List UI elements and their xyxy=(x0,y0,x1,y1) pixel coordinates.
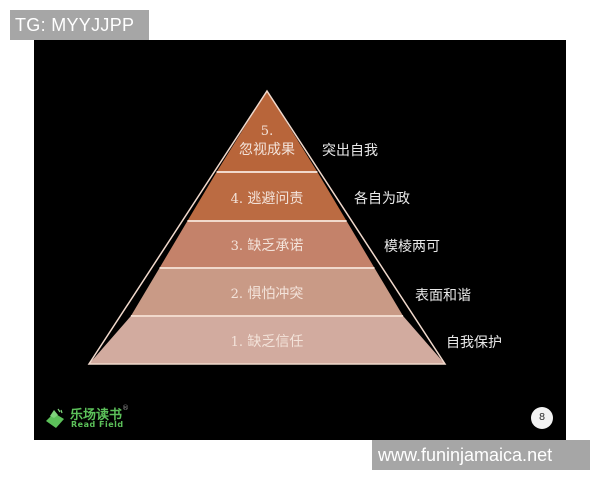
logo-chinese-text: 乐场读书® xyxy=(70,404,129,423)
pyramid-level-3-label: 3. 缺乏承诺 xyxy=(197,235,337,255)
watermark-url: www.funinjamaica.net xyxy=(372,440,590,470)
book-icon xyxy=(46,408,64,428)
logo-cn-label: 乐场读书 xyxy=(70,408,123,423)
pyramid-level-5 xyxy=(216,91,318,172)
read-field-logo: 乐场读书® Read Field xyxy=(44,403,164,433)
pyramid-level-4-label: 4. 逃避问责 xyxy=(197,188,337,208)
presentation-slide: 5. 忽视成果 4. 逃避问责 3. 缺乏承诺 2. 惧怕冲突 1. 缺乏信任 … xyxy=(34,40,566,440)
pyramid-level-1-label: 1. 缺乏信任 xyxy=(197,331,337,351)
pyramid-level-5-label: 5. 忽视成果 xyxy=(217,123,317,159)
level-number: 1. xyxy=(230,335,243,350)
pyramid-level-2 xyxy=(130,268,404,316)
side-label-2: 表面和谐 xyxy=(415,288,471,304)
pyramid-level-1 xyxy=(89,316,445,364)
level-text: 忽视成果 xyxy=(239,142,295,158)
side-label-4: 各自为政 xyxy=(354,191,410,207)
level-text: 缺乏承诺 xyxy=(247,238,304,254)
level-text: 惧怕冲突 xyxy=(247,286,304,302)
level-text: 逃避问责 xyxy=(247,191,304,207)
level-number: 3. xyxy=(230,239,243,254)
pyramid-diagram xyxy=(87,89,447,365)
registered-mark: ® xyxy=(122,404,130,412)
pyramid-level-2-label: 2. 惧怕冲突 xyxy=(197,283,337,303)
side-label-1: 自我保护 xyxy=(446,335,502,351)
page-number-badge: 8 xyxy=(531,407,553,429)
watermark-tg: TG: MYYJJPP xyxy=(10,10,149,40)
level-number: 5. xyxy=(260,124,274,139)
level-text: 缺乏信任 xyxy=(247,334,304,350)
level-number: 4. xyxy=(230,192,243,207)
side-label-5: 突出自我 xyxy=(322,143,378,159)
pyramid-level-3 xyxy=(159,221,375,268)
side-label-3: 模棱两可 xyxy=(384,239,440,255)
logo-english-text: Read Field xyxy=(71,420,124,429)
level-number: 2. xyxy=(230,287,243,302)
pyramid-level-4 xyxy=(187,172,347,221)
